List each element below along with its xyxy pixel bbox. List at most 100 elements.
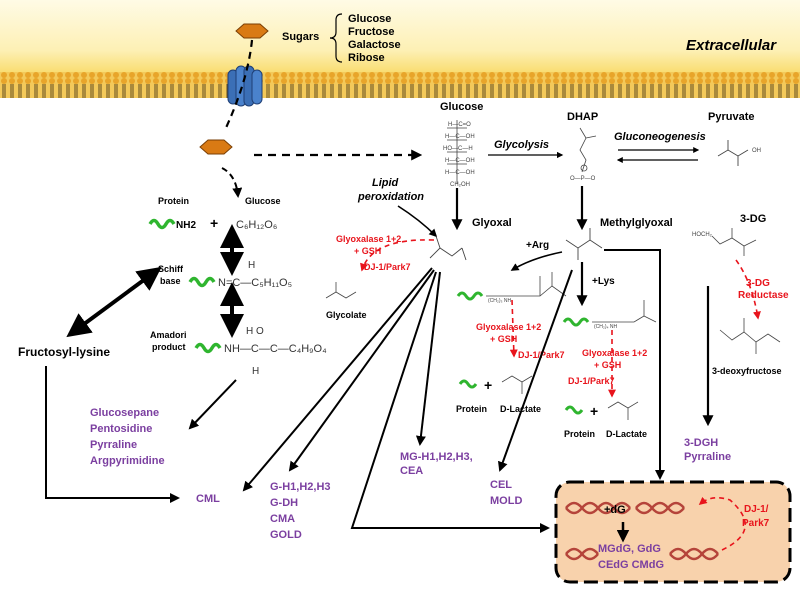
schiff-formula: N=C—C₅H₁₁O₅ — [218, 277, 292, 289]
pyrraline-label: Pyrraline — [90, 439, 137, 451]
lys-label: +Lys — [592, 276, 615, 287]
dna-helix-top-right — [635, 501, 685, 515]
cell-membrane — [0, 72, 800, 98]
schiff-protein-wave — [188, 276, 216, 288]
arg-detox-arrow — [509, 299, 518, 358]
fructosyl-schiff-arrow — [66, 266, 162, 338]
lys-plus-sign: + — [590, 403, 598, 419]
mg-arg-arrow — [510, 251, 563, 271]
gh-label: G-H1,H2,H3 — [270, 481, 331, 493]
dna-dj1-label: DJ-1/ — [744, 504, 769, 515]
mg-lys-adduct-structure — [592, 300, 657, 323]
argpyrimidine-label: Argpyrimidine — [90, 455, 165, 467]
svg-text:H—C—OH: H—C—OH — [445, 158, 475, 164]
protein-label: Protein — [158, 196, 189, 206]
glyoxal-glyoxalase-label: Glyoxalase 1+2 — [336, 234, 401, 244]
gluconeogenesis-label: Gluconeogenesis — [614, 131, 706, 143]
three-dgh-label: 3-DGH — [684, 437, 718, 449]
lys-dj1-label: DJ-1/Park7 — [568, 376, 615, 386]
glucose-transporter — [227, 65, 263, 107]
three-deoxyfructose-label: 3-deoxyfructose — [712, 366, 782, 376]
dna-repair-arrow — [698, 496, 746, 551]
glyoxal-detox-arrow — [360, 239, 435, 272]
sugars-label: Sugars — [282, 31, 319, 43]
glycolate-structure — [325, 282, 357, 299]
three-dg-reductase-arrow — [735, 259, 761, 320]
cma-label: CMA — [270, 513, 295, 525]
dna-helix-top — [565, 501, 631, 515]
glucose-formula: C₆H₁₂O₆ — [236, 219, 277, 231]
glucosepane-label: Glucosepane — [90, 407, 159, 419]
mgdg-gdg-label: MGdG, GdG — [598, 543, 661, 555]
methylglyoxal-label: Methylglyoxal — [600, 217, 673, 229]
glucose-structure — [447, 120, 467, 184]
arg-plus-sign: + — [484, 377, 492, 393]
amadori-label: Amadori — [150, 330, 187, 340]
mg-arg-adduct-structure — [486, 272, 567, 297]
glyoxal-to-dna-arrow — [350, 271, 550, 533]
amadori-label-2: product — [152, 342, 186, 352]
fructosyl-to-cml-arrow — [45, 366, 180, 503]
methylglyoxal-structure — [565, 228, 603, 260]
lipid-peroxidation-label: Lipid — [372, 177, 399, 189]
sugars-bracket — [329, 13, 343, 39]
extracellular-label: Extracellular — [686, 37, 777, 54]
svg-text:H: H — [252, 366, 259, 377]
protein-arg-wave — [456, 291, 484, 301]
glyoxal-gsh-label: + GSH — [354, 246, 381, 256]
glycolysis-label: Glycolysis — [494, 139, 549, 151]
three-dg-label: 3-DG — [740, 213, 766, 225]
cml-label: CML — [196, 493, 220, 505]
nh2-label: NH2 — [176, 220, 196, 231]
glyoxal-structure — [429, 235, 467, 261]
glycolate-label: Glycolate — [326, 310, 367, 320]
svg-text:O—P—O: O—P—O — [570, 176, 596, 182]
arg-protein-label: Protein — [456, 404, 487, 414]
mold-label: MOLD — [490, 495, 522, 507]
sugar-galactose: Galactose — [348, 39, 401, 51]
gold-label: GOLD — [270, 529, 302, 541]
lys-protein-label: Protein — [564, 429, 595, 439]
sugar-to-glucose-dashed — [221, 167, 243, 198]
lipid-peroxidation-label-2: peroxidation — [357, 191, 424, 203]
lys-gsh-label: + GSH — [594, 360, 621, 370]
svg-text:CH₂OH: CH₂OH — [450, 182, 470, 188]
protein-wave — [148, 218, 176, 230]
methylglyoxal-to-dna-arrow — [604, 249, 665, 480]
svg-text:OH: OH — [752, 148, 761, 154]
lys-d-lactate-label: D-Lactate — [606, 429, 647, 439]
d-lactate-arg-structure — [501, 375, 533, 394]
glyoxal-to-gh-arrow — [288, 269, 435, 472]
sugar-ribose: Ribose — [348, 52, 385, 64]
protein-lys-released-wave — [564, 405, 584, 415]
dhap-label: DHAP — [567, 111, 598, 123]
methylglyoxal-to-mgh-arrow — [415, 271, 441, 446]
svg-text:H O: H O — [246, 326, 264, 337]
pentosidine-label: Pentosidine — [90, 423, 152, 435]
pyrraline-3dg-label: Pyrraline — [684, 451, 731, 463]
cea-label: CEA — [400, 465, 423, 477]
glyoxal-to-cml-arrow — [242, 267, 433, 492]
sugar-glucose: Glucose — [348, 13, 391, 25]
protein-arg-released-wave — [458, 379, 478, 389]
svg-text:H—C—OH: H—C—OH — [445, 170, 475, 176]
lipid-to-glyoxal-arrow — [397, 205, 438, 238]
arg-d-lactate-label: D-Lactate — [500, 404, 541, 414]
svg-text:HOCH₂: HOCH₂ — [692, 232, 713, 238]
sugars-bracket-lower — [329, 37, 343, 63]
three-dg-reductase-label-2: Reductase — [738, 290, 789, 301]
svg-text:(CH₂)₃ NH: (CH₂)₃ NH — [488, 298, 512, 304]
arg-glyoxalase-label: Glyoxalase 1+2 — [476, 322, 541, 332]
extracellular-region — [0, 0, 800, 72]
svg-text:H: H — [248, 260, 255, 271]
svg-text:H—C—OH: H—C—OH — [445, 134, 475, 140]
protein-lys-wave — [562, 317, 590, 327]
svg-text:H—C=O: H—C=O — [448, 122, 471, 128]
dna-helix-bottom — [565, 547, 719, 561]
glyoxal-dj1-label: DJ-1/Park7 — [364, 262, 411, 272]
nucleus-dna-box — [554, 480, 792, 584]
dhap-structure — [579, 127, 597, 173]
schiff-base-label-2: base — [160, 276, 181, 286]
